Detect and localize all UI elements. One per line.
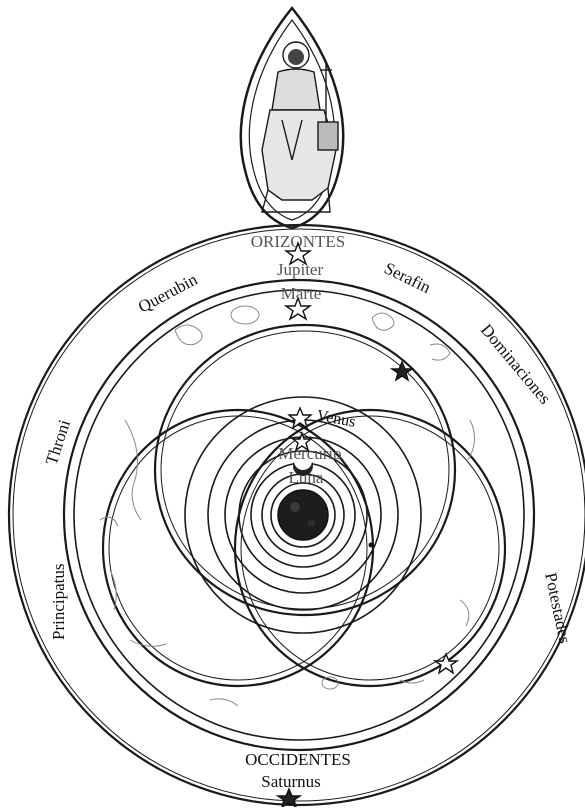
label-marte: Marte [281,284,322,303]
label-luna: Luna [289,468,324,487]
label-saturnus: Saturnus [261,772,321,791]
label-jupiter: Jupiter [277,260,324,279]
christ-enthroned-figure [262,42,338,212]
label-mercurio: Mercurio [278,444,341,463]
small-dot [369,543,374,548]
label-serafin: Serafin [381,259,434,298]
label-orizontes: ORIZONTES [251,232,345,251]
label-querubin: Querubin [135,269,201,316]
label-principatus: Principatus [49,564,68,641]
earth-globe-icon [278,490,328,540]
label-occidentes: OCCIDENTES [245,750,351,769]
label-throni: Throni [42,417,74,467]
